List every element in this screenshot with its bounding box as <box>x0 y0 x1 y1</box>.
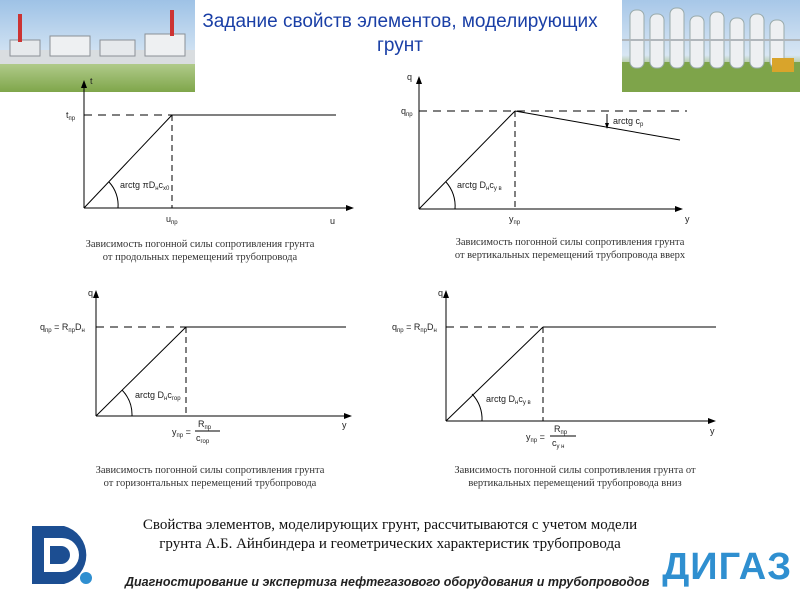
caption-line: от продольных перемещений трубопровода <box>102 252 298 263</box>
slope-label: arctg cр <box>613 116 644 128</box>
graph-vertical-up-svg: q qпр y yпр arctg Dнcy в arctg cр <box>401 72 690 226</box>
caption-line: вертикальных перемещений трубопровода вн… <box>468 478 682 489</box>
graph-longitudinal-svg: t tпр u uпр arctg πDнcx0 <box>66 76 354 226</box>
caption-line: от горизонтальных перемещений трубопрово… <box>103 478 317 489</box>
x-peak-label: yпр = <box>526 432 545 444</box>
y-axis-arrow-icon <box>443 290 449 298</box>
caption-line: Зависимость погонной силы сопротивления … <box>454 465 696 476</box>
x-axis-label: y <box>685 214 690 224</box>
graph-vertical-up: q qпр y yпр arctg Dнcy в arctg cр <box>395 72 705 226</box>
caption-line: Зависимость погонной силы сопротивления … <box>455 237 685 248</box>
elastic-segment <box>445 326 544 422</box>
caption-horizontal: Зависимость погонной силы сопротивления … <box>50 464 370 490</box>
y-axis-label: q <box>88 288 93 298</box>
angle-label: arctg πDнcx0 <box>120 180 170 192</box>
x-peak-denominator: cгор <box>196 433 210 445</box>
angle-arc <box>471 393 483 422</box>
angle-arc <box>108 181 119 209</box>
caption-longitudinal: Зависимость погонной силы сопротивления … <box>50 238 350 264</box>
graph-vertical-down-svg: q qпр = RпрDн y yпр = Rпр cy н arctg Dнc… <box>392 288 716 450</box>
y-axis-label: q <box>407 72 412 82</box>
note-line: грунта А.Б. Айнбиндера и геометрических … <box>159 536 621 552</box>
elastic-segment <box>418 110 516 210</box>
header-photo-left <box>0 0 195 92</box>
graph-vertical-down: q qпр = RпрDн y yпр = Rпр cy н arctg Dнc… <box>388 288 723 453</box>
x-peak-label: yпр = <box>172 427 191 439</box>
caption-line: Зависимость погонной силы сопротивления … <box>95 465 325 476</box>
angle-arc <box>121 389 133 417</box>
x-peak-label: uпр <box>166 214 178 226</box>
company-logo-icon <box>28 522 98 593</box>
softening-segment <box>514 110 681 141</box>
y-level-label: qпр = RпрDн <box>392 322 437 334</box>
angle-label: arctg Dнcy в <box>486 394 531 406</box>
graph-horizontal-svg: q qпр = RпрDн y yпр = Rпр cгор arctg Dнc… <box>40 288 352 445</box>
elastic-segment <box>83 114 173 209</box>
y-level-label: qпр = RпрDн <box>40 322 85 334</box>
separator-columns-image <box>622 7 800 92</box>
x-peak-numerator: Rпр <box>198 419 212 431</box>
caption-line: Зависимость погонной силы сопротивления … <box>85 239 315 250</box>
x-axis-arrow-icon <box>344 413 352 419</box>
caption-vertical-down: Зависимость погонной силы сопротивления … <box>410 464 740 490</box>
company-tagline: Диагностирование и экспертиза нефтегазов… <box>125 575 650 589</box>
graph-longitudinal: t tпр u uпр arctg πDнcx0 <box>60 76 360 228</box>
y-axis-label: t <box>90 76 93 86</box>
angle-label: arctg Dнcy в <box>457 180 502 192</box>
x-peak-denominator: cy н <box>552 438 564 450</box>
x-peak-label: yпр <box>509 214 521 226</box>
y-level-label: qпр <box>401 106 413 118</box>
brand-name: ДИГАЗ <box>662 546 792 588</box>
y-axis-arrow-icon <box>81 80 87 88</box>
graph-horizontal: q qпр = RпрDн y yпр = Rпр cгор arctg Dнc… <box>40 288 360 448</box>
y-level-label: tпр <box>66 110 76 122</box>
x-peak-numerator: Rпр <box>554 424 568 436</box>
caption-vertical-up: Зависимость погонной силы сопротивления … <box>405 236 735 262</box>
slope-arrow-icon <box>605 123 609 129</box>
angle-arc <box>445 181 456 210</box>
x-axis-label: u <box>330 216 335 226</box>
slide-title: Задание свойств элементов, моделирующих … <box>202 11 598 56</box>
angle-label: arctg Dнcгор <box>135 390 181 402</box>
y-axis-arrow-icon <box>416 76 422 84</box>
x-axis-label: y <box>342 420 347 430</box>
y-axis-arrow-icon <box>93 290 99 298</box>
header-photo-right <box>622 0 800 92</box>
x-axis-label: y <box>710 426 715 436</box>
note-line: Свойства элементов, моделирующих грунт, … <box>142 517 638 533</box>
x-axis-arrow-icon <box>346 205 354 211</box>
y-axis-label: q <box>438 288 443 298</box>
caption-line: от вертикальных перемещений трубопровода… <box>454 250 686 261</box>
elastic-segment <box>95 326 187 417</box>
x-axis-arrow-icon <box>708 418 716 424</box>
gas-facility-image <box>0 10 195 64</box>
model-note: Свойства элементов, моделирующих грунт, … <box>70 516 710 554</box>
x-axis-arrow-icon <box>675 206 683 212</box>
